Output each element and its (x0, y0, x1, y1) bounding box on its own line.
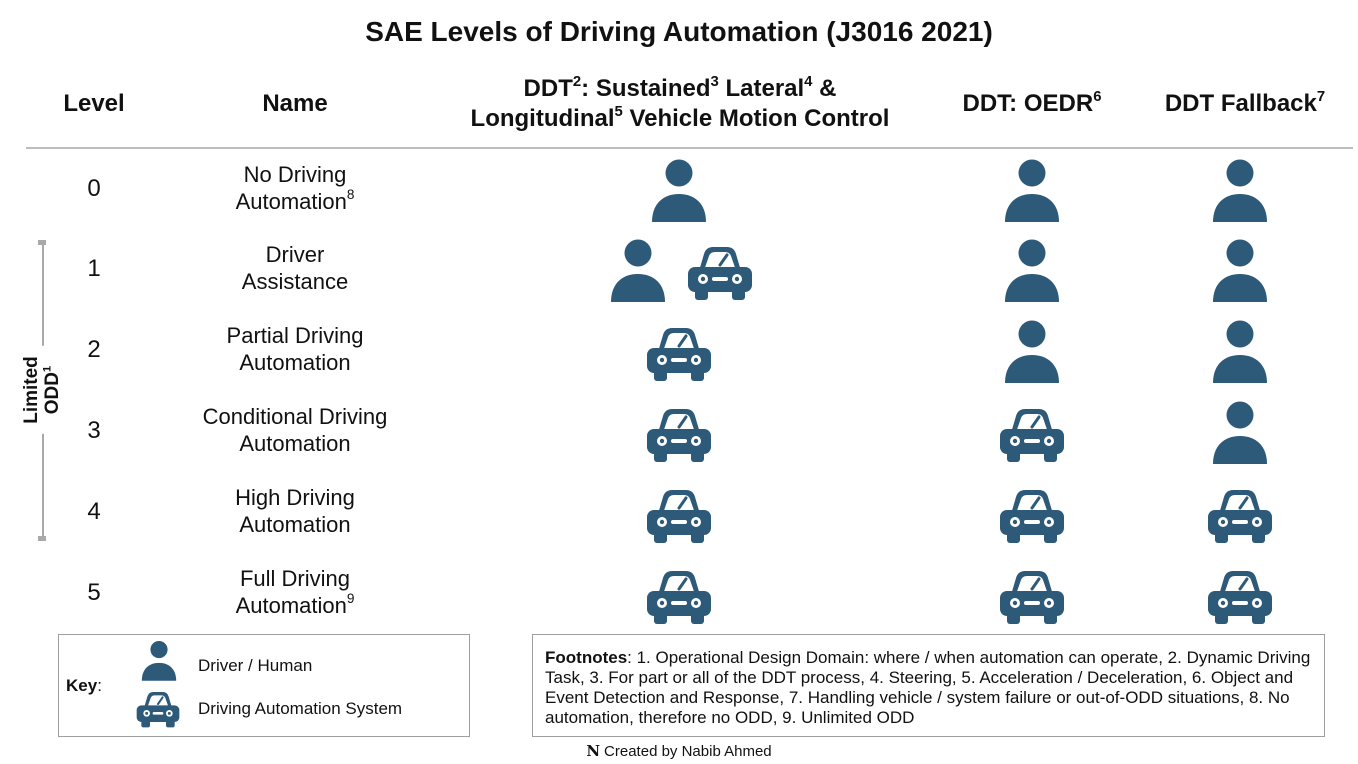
oedr-person-icon (996, 319, 1068, 385)
oedr-car-icon (996, 400, 1068, 466)
oedr-car-icon (996, 481, 1068, 547)
level-number: 0 (87, 175, 101, 202)
author-logo-icon: N (586, 742, 601, 760)
person-icon (602, 238, 674, 304)
car-icon (643, 400, 715, 466)
page-title: SAE Levels of Driving Automation (J3016 … (365, 16, 993, 47)
oedr-person-icon (996, 238, 1068, 304)
key-human-label: Driver / Human (198, 656, 313, 675)
header-ddt-motion: DDT2: Sustained3 Lateral4 & Longitudinal… (470, 73, 890, 132)
bracket-bottom-cap (38, 536, 46, 541)
header-divider (26, 147, 1353, 149)
footnotes-text: Footnotes: 1. Operational Design Domain:… (545, 648, 1311, 727)
key-person-icon (136, 640, 182, 682)
header-name: Name (262, 90, 328, 117)
fallback-person-icon (1204, 158, 1276, 224)
level-number: 3 (87, 417, 101, 444)
key-box (58, 634, 470, 737)
header-level: Level (63, 90, 125, 117)
level-number: 5 (87, 579, 101, 606)
car-icon (643, 562, 715, 628)
car-icon (643, 481, 715, 547)
footnotes-box (532, 634, 1325, 737)
fallback-car-icon (1204, 562, 1276, 628)
bracket-top-cap (38, 240, 46, 245)
oedr-car-icon (996, 562, 1068, 628)
header-oedr: DDT: OEDR6 (962, 88, 1102, 117)
level-number: 1 (87, 255, 101, 282)
fallback-car-icon (1204, 481, 1276, 547)
level-number: 4 (87, 498, 101, 525)
limited-odd-label: Limited ODD1 (21, 346, 63, 434)
car-icon (643, 319, 715, 385)
oedr-person-icon (996, 158, 1068, 224)
person-icon (643, 158, 715, 224)
header-fallback: DDT Fallback7 (1164, 88, 1326, 117)
key-car-label: Driving Automation System (198, 699, 403, 718)
key-car-icon (134, 686, 182, 730)
fallback-person-icon (1204, 400, 1276, 466)
level-number: 2 (87, 336, 101, 363)
key-label: Key: (66, 676, 102, 695)
car-icon (684, 238, 756, 304)
fallback-person-icon (1204, 238, 1276, 304)
fallback-person-icon (1204, 319, 1276, 385)
